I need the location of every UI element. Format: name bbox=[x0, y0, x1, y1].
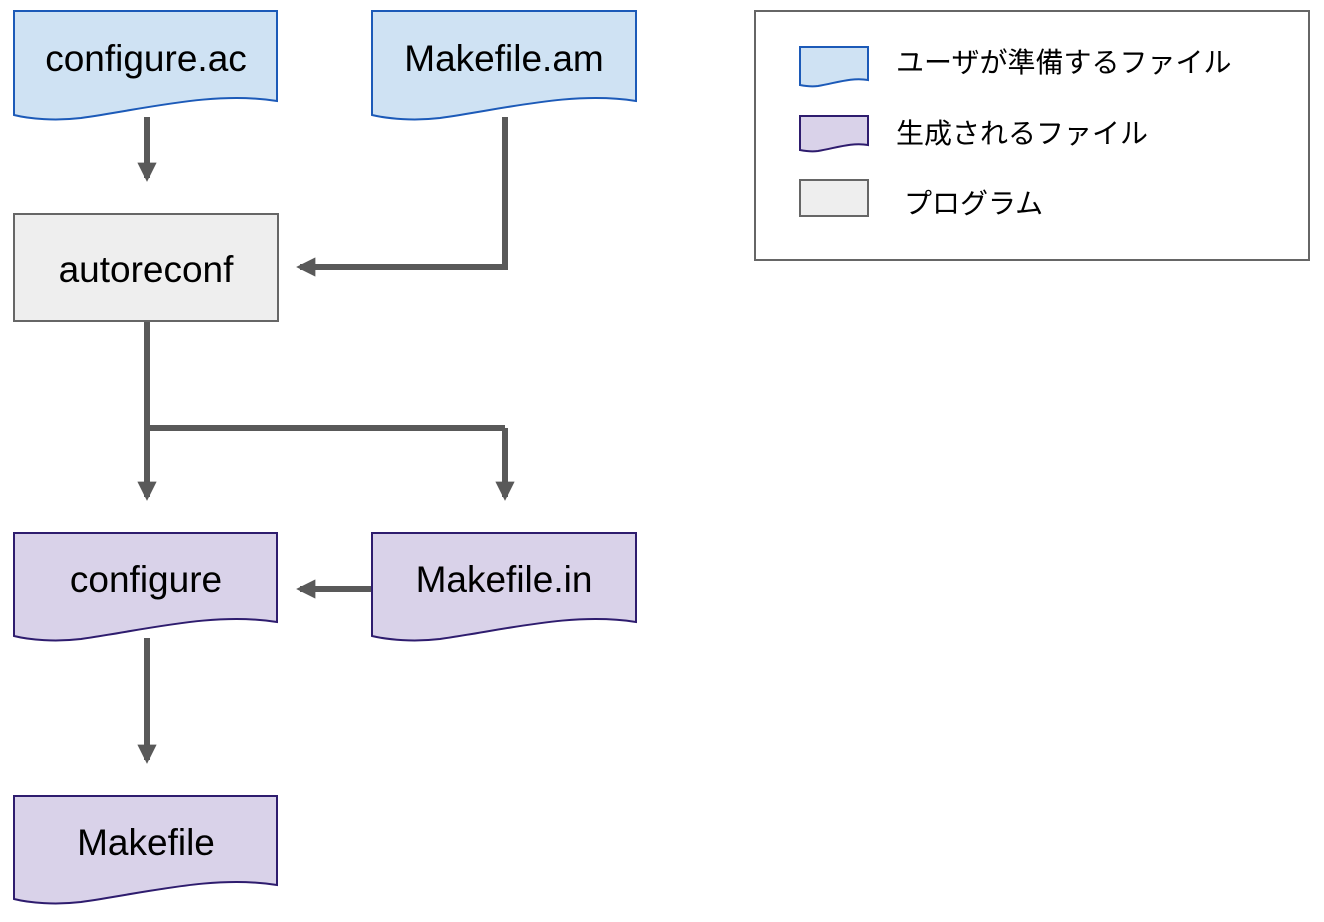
document-shape bbox=[13, 795, 278, 905]
node-label-makefile: Makefile bbox=[77, 822, 215, 863]
legend-label-program: プログラム bbox=[904, 187, 1043, 220]
document-shape bbox=[371, 10, 637, 121]
node-label-configure-ac: configure.ac bbox=[45, 38, 247, 79]
node-makefile-in: Makefile.in bbox=[371, 532, 637, 642]
arrow-makefile-am-to-autoreconf bbox=[296, 117, 508, 277]
legend-item-generated-file: 生成されるファイル bbox=[799, 115, 1148, 153]
legend-label-generated-file: 生成されるファイル bbox=[896, 117, 1148, 150]
node-makefile-am: Makefile.am bbox=[371, 10, 637, 121]
document-shape bbox=[13, 532, 278, 642]
legend-swatch-generated-file bbox=[799, 115, 869, 153]
legend-label-user-file: ユーザが準備するファイル bbox=[896, 46, 1231, 79]
node-autoreconf: autoreconf bbox=[13, 213, 279, 322]
node-configure-ac: configure.ac bbox=[13, 10, 278, 121]
node-label-makefile-am: Makefile.am bbox=[404, 38, 603, 79]
arrow-autoreconf-trunk bbox=[144, 321, 505, 431]
document-shape bbox=[13, 10, 278, 121]
node-label-makefile-in: Makefile.in bbox=[416, 559, 593, 600]
node-label-autoreconf: autoreconf bbox=[59, 249, 235, 290]
node-configure: configure bbox=[13, 532, 278, 642]
connectors bbox=[137, 117, 515, 764]
node-makefile: Makefile bbox=[13, 795, 278, 905]
legend-swatch-program bbox=[799, 179, 869, 217]
legend: ユーザが準備するファイル 生成されるファイル プログラム bbox=[754, 10, 1310, 261]
node-label-configure: configure bbox=[70, 559, 222, 600]
legend-item-program: プログラム bbox=[799, 179, 1043, 220]
legend-swatch-user-file bbox=[799, 46, 869, 88]
document-shape bbox=[371, 532, 637, 642]
legend-item-user-file: ユーザが準備するファイル bbox=[799, 46, 1231, 88]
program-shape bbox=[13, 213, 279, 322]
